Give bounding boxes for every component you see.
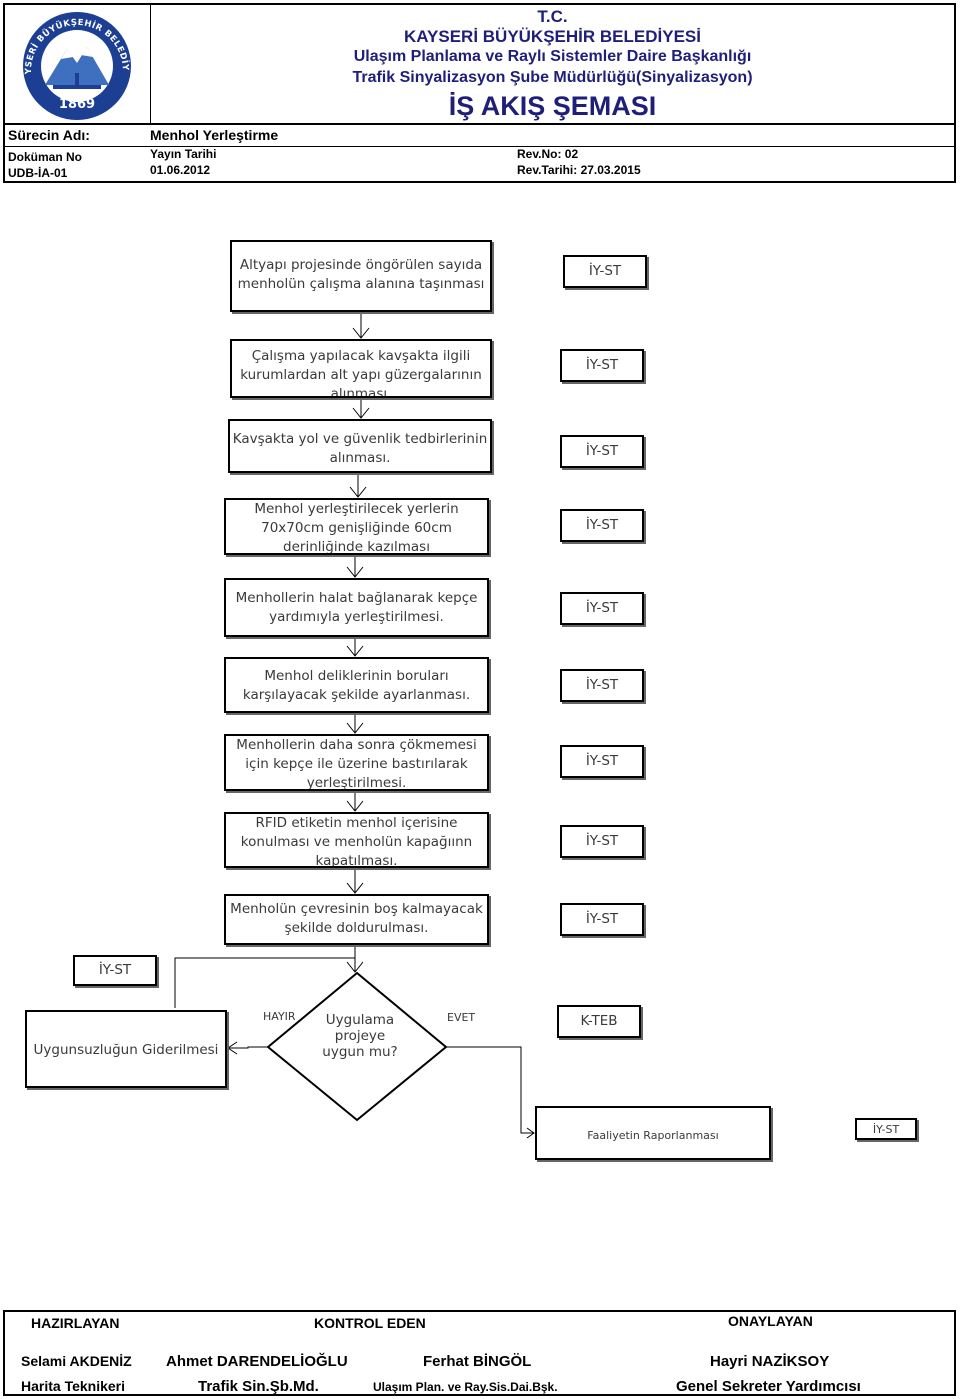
nonconformity-role: İY-ST [73, 955, 157, 986]
step-1-role: İY-ST [563, 255, 647, 288]
connector-arrow [346, 566, 364, 578]
connector-arrow [352, 327, 370, 339]
step-3-role: İY-ST [560, 435, 644, 468]
header-rule [5, 146, 954, 147]
step-7-box: Menhollerin daha sonra çökmemesi için ke… [224, 734, 489, 791]
connector-yes [526, 1127, 535, 1139]
header-rule [5, 123, 954, 125]
header-divider [150, 5, 151, 123]
step-6-role: İY-ST [560, 669, 644, 702]
step-3-box: Kavşakta yol ve güvenlik tedbirlerinin a… [228, 419, 492, 473]
connector-arrow [346, 722, 364, 734]
yes-branch-label: EVET [447, 1011, 476, 1024]
step-2-role: İY-ST [560, 349, 644, 382]
controller-1-name: Ahmet DARENDELİOĞLU [166, 1353, 348, 1370]
controller-2-name: Ferhat BİNGÖL [423, 1353, 532, 1370]
decision-diamond [266, 971, 448, 1122]
connector-loop [174, 957, 355, 1008]
decision-role: K-TEB [557, 1005, 641, 1038]
connector-arrow [349, 486, 367, 498]
step-4-role: İY-ST [560, 509, 644, 542]
title-tc: T.C. [537, 7, 568, 26]
step-9-box: Menholün çevresinin boş kalmayacak şekil… [224, 894, 489, 945]
step-9-role: İY-ST [560, 903, 644, 936]
title-department: Ulaşım Planlama ve Raylı Sistemler Daire… [353, 48, 752, 65]
logo-year: 1869 [59, 97, 95, 112]
decision-text: Uygulama projeye uygun mu? [322, 1012, 398, 1060]
logo-cell: 1869 KAYSERİ BÜYÜKŞEHİR BELEDİYESİ [1, 0, 150, 123]
connector-arrow [346, 882, 364, 894]
process-value: Menhol Yerleştirme [150, 127, 279, 143]
report-role: İY-ST [855, 1118, 917, 1140]
step-5-role: İY-ST [560, 592, 644, 625]
process-label: Sürecin Adı: [8, 127, 90, 143]
connector-yes [447, 1046, 534, 1134]
step-7-role: İY-ST [560, 745, 644, 778]
connector-arrow [346, 800, 364, 812]
approve-label: ONAYLAYAN [728, 1313, 813, 1329]
connector-arrow [346, 645, 364, 657]
title-municipality: KAYSERİ BÜYÜKŞEHİR BELEDİYESİ [404, 27, 701, 46]
connector-arrow [346, 961, 364, 973]
doc-no-label: Doküman No [8, 150, 83, 164]
document-header: 1869 KAYSERİ BÜYÜKŞEHİR BELEDİYESİ T.C. … [1, 0, 956, 183]
publish-date-label: Yayın Tarihi [150, 147, 217, 161]
page-title: İŞ AKIŞ ŞEMASI [448, 91, 657, 121]
step-1-box: Altyapı projesinde öngörülen sayıda menh… [230, 240, 492, 312]
step-8-role: İY-ST [560, 825, 644, 858]
revision-number: Rev.No: 02 [517, 147, 579, 161]
approver-title: Genel Sekreter Yardımcısı [676, 1378, 861, 1395]
controller-2-title: Ulaşım Plan. ve Ray.Sis.Dai.Bşk. [373, 1380, 558, 1394]
preparer-title: Harita Teknikeri [21, 1378, 126, 1394]
title-branch: Trafik Sinyalizasyon Şube Müdürlüğü(Siny… [352, 69, 753, 86]
report-box: Faaliyetin Raporlanması [535, 1106, 771, 1160]
header-titles: T.C. KAYSERİ BÜYÜKŞEHİR BELEDİYESİ Ulaşı… [151, 5, 954, 123]
step-4-box: Menhol yerleştirilecek yerlerin 70x70cm … [224, 498, 489, 555]
no-branch-label: HAYIR [263, 1010, 296, 1023]
revision-date: Rev.Tarihi: 27.03.2015 [517, 163, 641, 177]
municipality-logo: 1869 KAYSERİ BÜYÜKŞEHİR BELEDİYESİ [1, 0, 131, 120]
connector-arrow [352, 407, 370, 419]
step-2-box: Çalışma yapılacak kavşakta ilgili kuruml… [230, 339, 492, 398]
connector-no [227, 1041, 238, 1055]
step-6-box: Menhol deliklerinin boruları karşılayaca… [224, 657, 489, 713]
prepared-label: HAZIRLAYAN [31, 1315, 120, 1331]
nonconformity-box: Uygunsuzluğun Giderilmesi [25, 1010, 227, 1088]
signature-footer: HAZIRLAYAN KONTROL EDEN ONAYLAYAN Selami… [3, 1310, 956, 1396]
doc-no-value: UDB-İA-01 [8, 166, 68, 180]
controller-1-title: Trafik Sin.Şb.Md. [198, 1378, 319, 1395]
approver-name: Hayri NAZİKSOY [710, 1353, 830, 1370]
publish-date-value: 01.06.2012 [150, 163, 211, 177]
step-5-box: Menhollerin halat bağlanarak kepçe yardı… [224, 578, 489, 637]
preparer-name: Selami AKDENİZ [21, 1353, 132, 1369]
connector-no [228, 1046, 268, 1049]
step-8-box: RFID etiketin menhol içerisine konulması… [224, 812, 489, 868]
control-label: KONTROL EDEN [314, 1315, 426, 1331]
